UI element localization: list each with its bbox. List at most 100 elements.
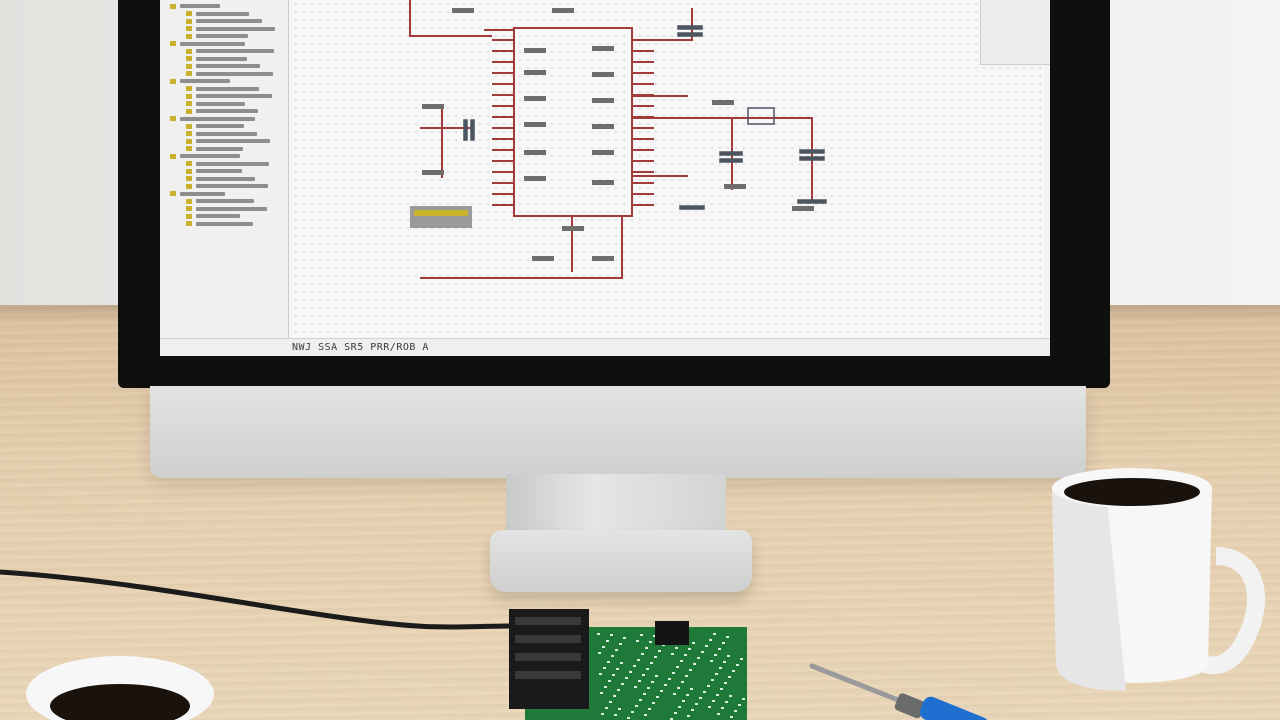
- schematic-label-fragment: [712, 100, 734, 105]
- soldering-iron: [809, 663, 988, 720]
- board-pad: [691, 709, 694, 711]
- tree-folder-icon: [186, 123, 192, 129]
- board-pad: [736, 664, 739, 666]
- schematic-label-fragment: [524, 150, 546, 155]
- board-pad: [719, 667, 722, 669]
- monitor-screen: NWJ SSA SR5 PRR/ROB A: [160, 0, 1050, 356]
- board-pad: [708, 706, 711, 708]
- board-pad: [616, 668, 619, 670]
- schematic-label-fragment: [592, 256, 614, 261]
- tree-folder-icon: [186, 183, 192, 189]
- schematic-canvas: [292, 0, 1044, 340]
- board-pad: [611, 655, 614, 657]
- board-pad: [734, 710, 737, 712]
- tree-folder-icon: [186, 213, 192, 219]
- monitor-chin: [150, 386, 1086, 478]
- board-pad: [620, 662, 623, 664]
- board-chip: [655, 621, 689, 645]
- schematic-label-fragment: [592, 98, 614, 103]
- board-pad: [740, 658, 743, 660]
- tree-row: [180, 191, 225, 196]
- board-pad: [598, 652, 601, 654]
- tree-row: [196, 86, 259, 91]
- tree-folder-icon: [186, 221, 192, 226]
- tree-folder-icon: [186, 48, 192, 54]
- board-pad: [633, 665, 636, 667]
- board-pad: [722, 642, 725, 644]
- board-pad: [636, 640, 639, 642]
- board-pad: [707, 685, 710, 687]
- schematic-label-fragment: [592, 180, 614, 185]
- board-pad: [641, 653, 644, 655]
- schematic-label-fragment: [724, 184, 746, 189]
- schematic-label-fragment: [592, 124, 614, 129]
- board-pad: [710, 660, 713, 662]
- coffee-mug-left: [26, 656, 214, 720]
- board-pad: [621, 683, 624, 685]
- board-pad: [725, 701, 728, 703]
- tree-row: [196, 176, 255, 181]
- board-pad: [604, 686, 607, 688]
- tree-folder-icon: [186, 161, 192, 166]
- tree-row: [196, 161, 269, 166]
- board-pad: [732, 670, 735, 672]
- tree-row: [180, 41, 245, 46]
- board-pad: [647, 687, 650, 689]
- schematic-label-fragment: [524, 176, 546, 181]
- schematic-label-fragment: [592, 72, 614, 77]
- board-pad: [717, 713, 720, 715]
- tree-folder-icon: [186, 206, 192, 211]
- board-pad: [681, 681, 684, 683]
- board-pad: [643, 693, 646, 695]
- board-pad: [684, 654, 687, 656]
- board-pad: [650, 662, 653, 664]
- board-pad: [689, 669, 692, 671]
- board-pad: [729, 695, 732, 697]
- tree-folder-icon: [186, 11, 192, 16]
- board-pad: [671, 653, 674, 655]
- tree-row: [196, 71, 273, 76]
- tree-folder-icon: [170, 41, 176, 46]
- crystal: [747, 107, 775, 125]
- tree-row: [196, 34, 248, 38]
- schematic-label-fragment: [422, 104, 444, 109]
- board-pad: [599, 673, 602, 675]
- board-pad: [672, 672, 675, 674]
- capacitor-4: [719, 158, 743, 163]
- board-pad: [648, 708, 651, 710]
- board-pad: [721, 707, 724, 709]
- board-pad: [623, 637, 626, 639]
- board-pad: [602, 646, 605, 648]
- tree-row: [196, 124, 244, 128]
- circuit-board: [509, 609, 747, 720]
- status-bar: NWJ SSA SR5 PRR/ROB A: [160, 338, 1050, 356]
- tree-row: [196, 214, 240, 218]
- status-text: NWJ SSA SR5 PRR/ROB A: [292, 342, 429, 353]
- schematic-label-fragment: [524, 122, 546, 127]
- board-pad: [711, 679, 714, 681]
- tree-row: [196, 199, 254, 203]
- schematic-label-fragment: [524, 48, 546, 53]
- tree-folder-icon: [170, 191, 176, 196]
- tree-row: [196, 184, 268, 188]
- board-pad: [600, 692, 603, 694]
- monitor-stand-foot: [490, 530, 752, 592]
- schematic-label-fragment: [524, 70, 546, 75]
- capacitor-3: [719, 151, 743, 156]
- board-pad: [675, 647, 678, 649]
- tree-row: [196, 56, 247, 61]
- board-pad: [645, 647, 648, 649]
- tree-folder-icon: [170, 116, 176, 121]
- tree-folder-icon: [170, 78, 176, 84]
- board-pad: [635, 705, 638, 707]
- board-pad: [685, 675, 688, 677]
- board-pad: [726, 636, 729, 638]
- board-pad: [678, 706, 681, 708]
- schematic-label-fragment: [532, 256, 554, 261]
- tree-folder-icon: [186, 176, 192, 181]
- tree-folder-icon: [186, 168, 192, 174]
- schematic-label-fragment: [422, 170, 444, 175]
- board-pad: [670, 718, 673, 720]
- schematic-label-fragment: [552, 8, 574, 13]
- board-pad: [601, 713, 604, 715]
